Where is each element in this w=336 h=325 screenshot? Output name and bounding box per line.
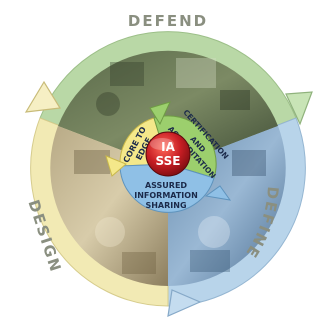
inner-arrow-green — [149, 101, 171, 126]
define-photo-detail — [190, 150, 266, 272]
assured-sharing-segment — [119, 163, 215, 213]
hub-highlight — [150, 138, 174, 150]
inner-arrow-blue — [204, 185, 232, 201]
outer-arrows — [24, 80, 313, 317]
arrow-define-to-design — [167, 289, 202, 317]
defend-photo — [58, 50, 278, 169]
assured-line3: SHARING — [145, 201, 186, 210]
defend-photo-detail — [96, 58, 250, 116]
inner-arrow-yellow — [105, 155, 127, 177]
design-photo-detail — [74, 150, 156, 274]
hub-line2: SSE — [156, 154, 181, 168]
hub-circle — [145, 131, 191, 177]
arrow-defend-to-define — [285, 91, 313, 126]
hub: IA SSE — [145, 131, 191, 177]
hub-line1: IA — [161, 140, 175, 154]
defend-label: DEFEND — [128, 12, 208, 30]
assured-line2: INFORMATION — [134, 191, 198, 200]
assured-line1: ASSURED — [145, 181, 187, 190]
arrow-design-to-defend — [24, 80, 62, 113]
